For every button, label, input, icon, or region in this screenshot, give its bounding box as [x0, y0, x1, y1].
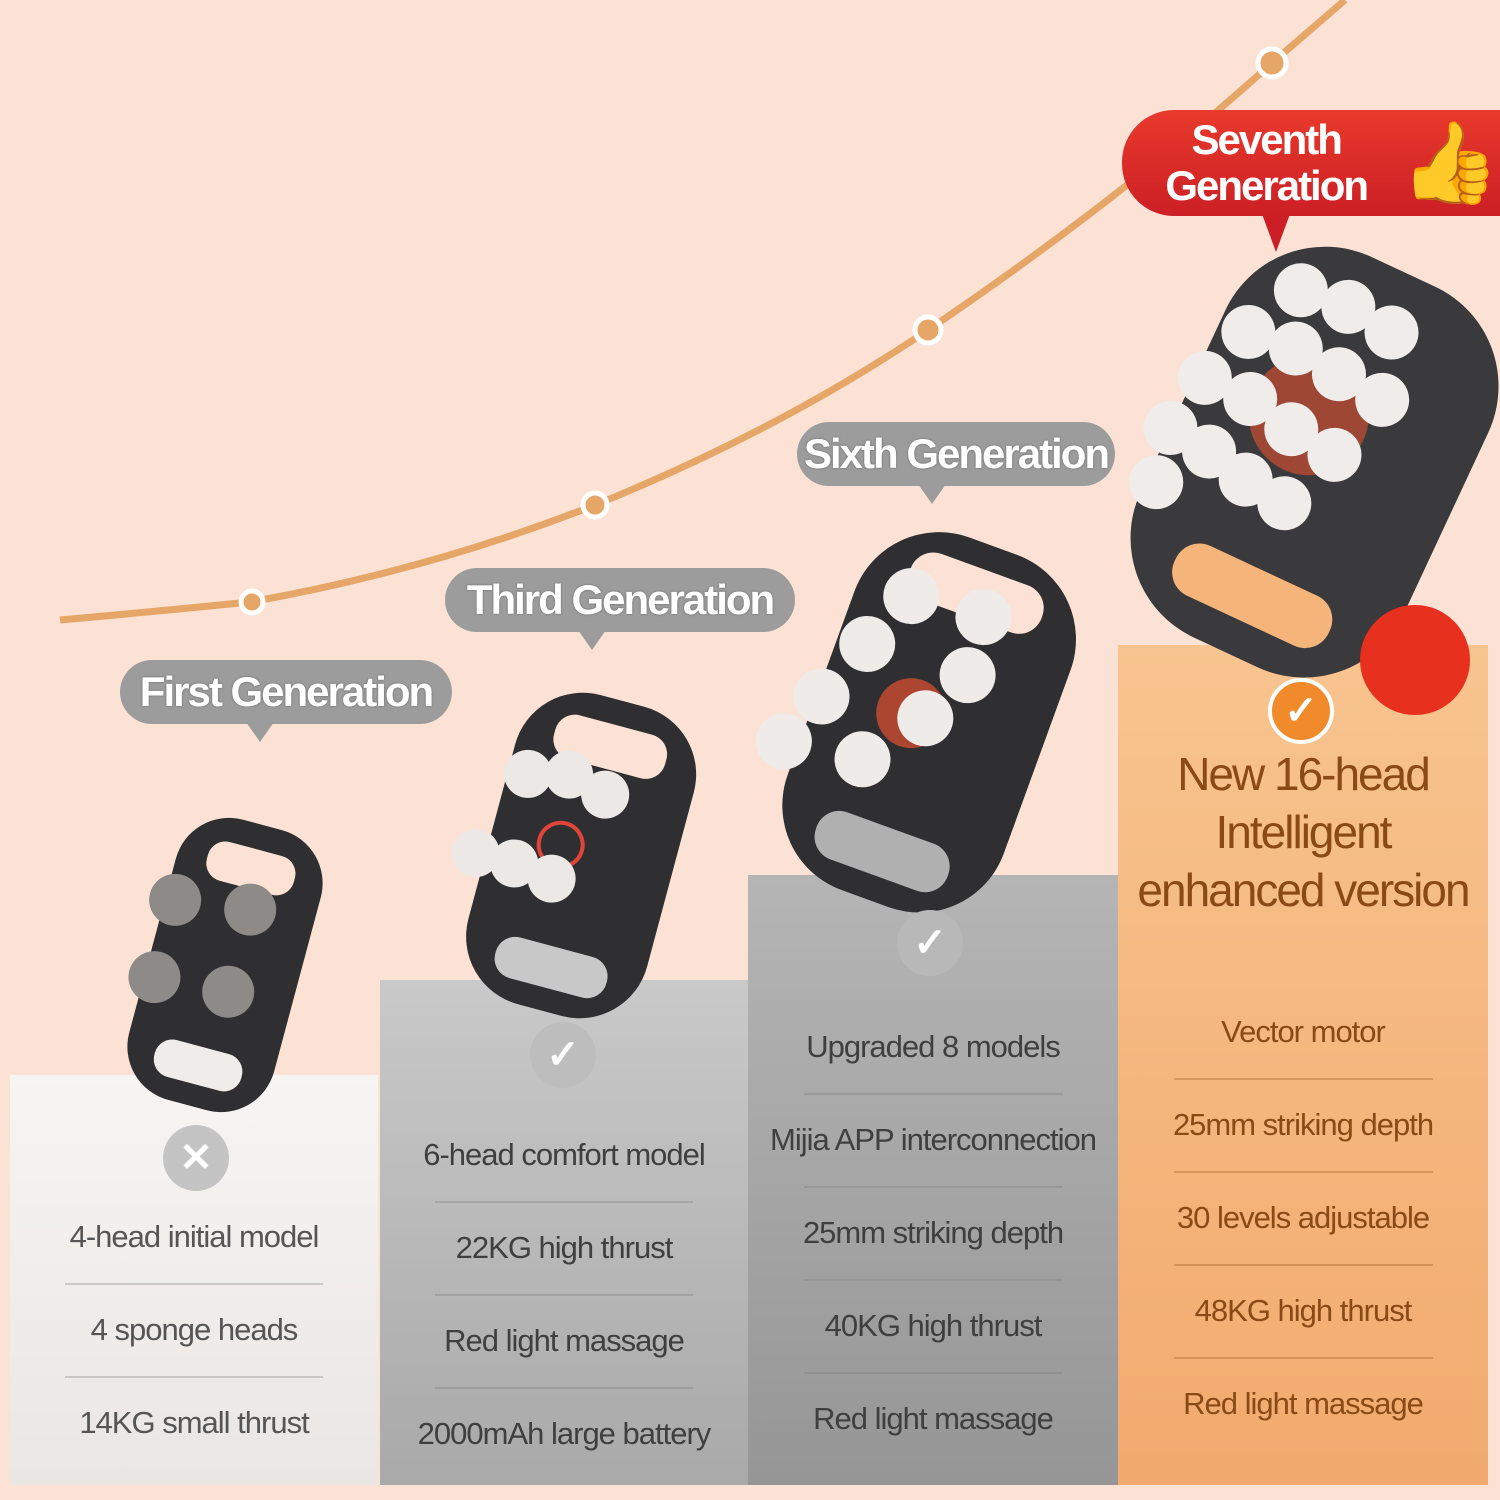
generation-label: Third Generation [445, 568, 795, 650]
feature: Red light massage [1118, 1357, 1488, 1450]
feature: 25mm striking depth [1118, 1078, 1488, 1171]
feature: 22KG high thrust [380, 1201, 748, 1294]
feature: 2000mAh large battery [380, 1387, 748, 1480]
feature: 48KG high thrust [1118, 1264, 1488, 1357]
curve-node [1255, 46, 1289, 80]
curve-node [580, 490, 610, 520]
feature: 6-head comfort model [423, 1137, 706, 1172]
cross-icon: ✕ [163, 1125, 229, 1191]
curve-node [238, 588, 266, 616]
feature: Upgraded 8 models [806, 1029, 1061, 1064]
feature: 30 levels adjustable [1118, 1171, 1488, 1264]
pedestal-first-generation: 4-head initial model 4 sponge heads 14KG… [10, 1075, 378, 1485]
check-icon: ✓ [1268, 678, 1334, 744]
feature: Mijia APP interconnection [748, 1093, 1118, 1186]
massager-device-icon [451, 692, 697, 1019]
generation-label: Seventh Generation [1165, 116, 1369, 209]
check-icon: ✓ [530, 1022, 596, 1088]
massager-device-icon [755, 532, 1076, 913]
feature: 4 sponge heads [10, 1283, 378, 1376]
feature: Vector motor [1221, 1014, 1386, 1049]
feature: 14KG small thrust [10, 1376, 378, 1469]
thumbs-up-icon: 👍 [1400, 118, 1500, 207]
feature: 25mm striking depth [748, 1186, 1118, 1279]
pedestal-seventh-generation: New 16-head Intelligent enhanced version… [1118, 645, 1488, 1485]
seventh-generation-badge: Seventh Generation 👍 [1122, 110, 1500, 252]
massager-device-icon [127, 817, 323, 1113]
feature: 4-head initial model [69, 1219, 320, 1254]
feature: 40KG high thrust [748, 1279, 1118, 1372]
feature: Red light massage [748, 1372, 1118, 1465]
check-icon: ✓ [897, 910, 963, 976]
curve-node [912, 314, 944, 346]
red-light-ball-icon [1360, 605, 1470, 715]
massager-device-icon [1129, 246, 1499, 678]
headline: New 16-head Intelligent enhanced version [1137, 748, 1470, 916]
pedestal-sixth-generation: Upgraded 8 models Mijia APP interconnect… [748, 875, 1118, 1485]
generation-label: First Generation [120, 660, 452, 742]
feature: Red light massage [380, 1294, 748, 1387]
generation-label: Sixth Generation [797, 422, 1115, 504]
